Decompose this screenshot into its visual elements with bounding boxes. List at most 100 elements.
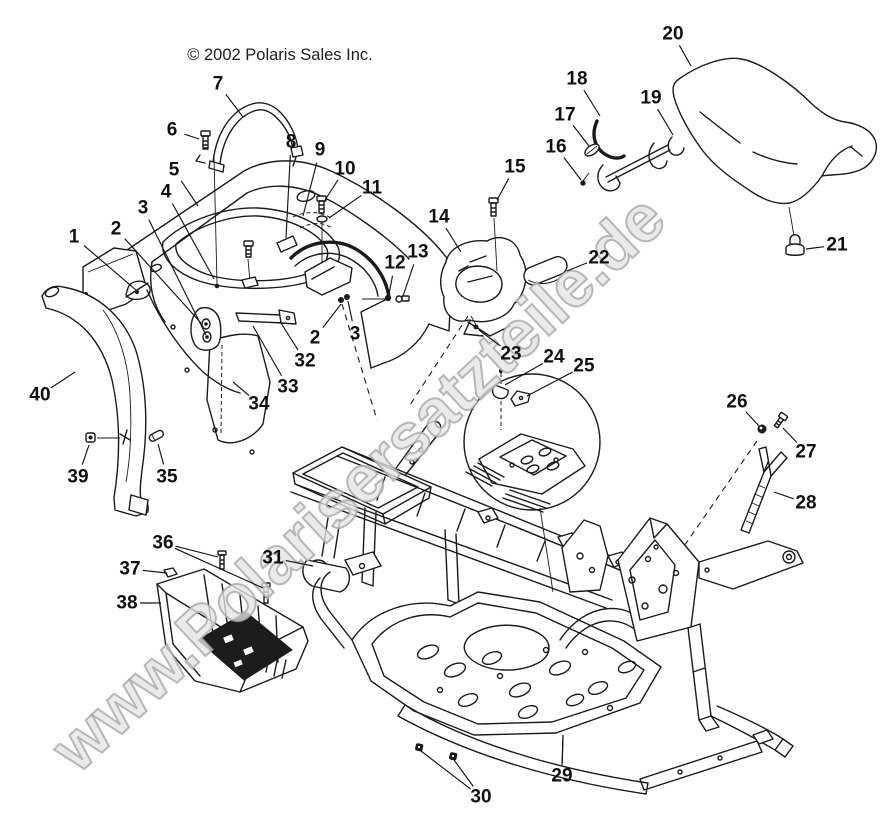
callout-31: 31 (262, 548, 284, 569)
callout-18: 18 (566, 69, 587, 90)
leader-line-40 (50, 371, 76, 389)
leader-line-5 (180, 180, 199, 207)
callout-3: 3 (138, 198, 149, 219)
callout-30: 30 (470, 787, 491, 808)
callout-10: 10 (334, 159, 355, 180)
detail-circle (463, 368, 601, 593)
leader-line-36 (174, 547, 264, 589)
leader-line-39 (81, 444, 90, 465)
callout-37: 37 (119, 559, 140, 580)
leader-line-10 (324, 179, 339, 201)
callout-3: 3 (350, 324, 361, 345)
leader-line-24 (504, 362, 543, 386)
taillight-housing (439, 197, 527, 337)
callout-9: 9 (315, 140, 326, 161)
support-brace (654, 411, 789, 589)
leader-line-22 (566, 262, 588, 272)
callout-16: 16 (545, 137, 566, 158)
callout-1: 1 (69, 227, 80, 248)
taillight-lens (523, 256, 568, 286)
callout-39: 39 (67, 467, 88, 488)
callout-2: 2 (111, 219, 122, 240)
leader-line-36 (175, 545, 219, 558)
leader-line-34 (232, 381, 250, 397)
callout-40: 40 (29, 385, 50, 406)
box-clip-37 (163, 567, 178, 578)
rear-fender (82, 160, 458, 455)
callout-4: 4 (161, 182, 172, 203)
leader-line-35 (157, 443, 165, 465)
seat-bumper (785, 206, 805, 256)
leader-line-2 (322, 303, 342, 329)
leader-line-33 (252, 325, 283, 377)
callout-22: 22 (588, 248, 609, 269)
callout-29: 29 (551, 766, 572, 787)
callout-7: 7 (213, 74, 224, 95)
leader-line-8 (285, 154, 291, 239)
callout-19: 19 (640, 88, 661, 109)
callout-23: 23 (500, 344, 521, 365)
leader-line-12 (388, 275, 394, 295)
leader-line-18 (583, 89, 601, 117)
callout-27: 27 (795, 442, 816, 463)
callout-28: 28 (795, 493, 816, 514)
callout-12: 12 (384, 253, 405, 274)
callout-2: 2 (310, 328, 321, 349)
callout-35: 35 (156, 467, 178, 488)
callout-21: 21 (826, 235, 848, 256)
leader-line-15 (496, 178, 510, 201)
copyright-text: © 2002 Polaris Sales Inc. (187, 46, 373, 64)
callout-13: 13 (407, 242, 428, 263)
callout-6: 6 (167, 120, 178, 141)
frame-bolts-30 (415, 743, 458, 761)
leader-line-17 (572, 124, 590, 147)
leader-line-25 (526, 371, 573, 397)
callout-36: 36 (152, 533, 173, 554)
callout-15: 15 (504, 157, 526, 178)
bracket-25 (510, 390, 531, 407)
leader-line-7 (225, 94, 244, 118)
leader-line-30 (420, 750, 472, 790)
leader-line-3 (347, 300, 353, 322)
storage-box (156, 550, 309, 693)
callout-8: 8 (286, 132, 297, 153)
leader-line-4 (171, 203, 215, 280)
callout-5: 5 (169, 160, 180, 181)
alignment-line-left (341, 303, 378, 421)
leader-line-3 (148, 219, 207, 336)
leader-line-13 (402, 264, 415, 297)
leader-line-11 (328, 194, 362, 219)
leader-line-21 (805, 246, 825, 250)
leader-line-26 (745, 411, 760, 427)
leader-line-30 (453, 759, 474, 787)
leader-line-37 (142, 569, 168, 574)
leader-line-20 (678, 45, 692, 67)
callout-14: 14 (428, 207, 450, 228)
seat (672, 57, 878, 205)
seat-latch (580, 119, 685, 192)
callout-17: 17 (554, 105, 575, 126)
heel-guard (41, 285, 165, 517)
leader-line-9 (302, 162, 318, 217)
leader-line-32 (280, 322, 299, 351)
callout-32: 32 (294, 351, 315, 372)
callout-20: 20 (662, 24, 683, 45)
alignment-line-brace (654, 440, 758, 589)
box-screw-36a (217, 550, 227, 570)
leader-line-2 (124, 238, 202, 324)
callout-33: 33 (277, 377, 298, 398)
latch-clip-24 (491, 384, 509, 400)
frame (290, 420, 804, 795)
callout-11: 11 (362, 178, 383, 199)
callout-34: 34 (248, 394, 270, 415)
pin-35 (148, 429, 165, 442)
box-screw-36b (261, 582, 271, 604)
leader-line-31 (285, 559, 314, 567)
leader-line-23 (478, 329, 501, 347)
leader-line-27 (782, 427, 798, 444)
callout-38: 38 (116, 593, 137, 614)
leader-line-28 (773, 491, 794, 500)
